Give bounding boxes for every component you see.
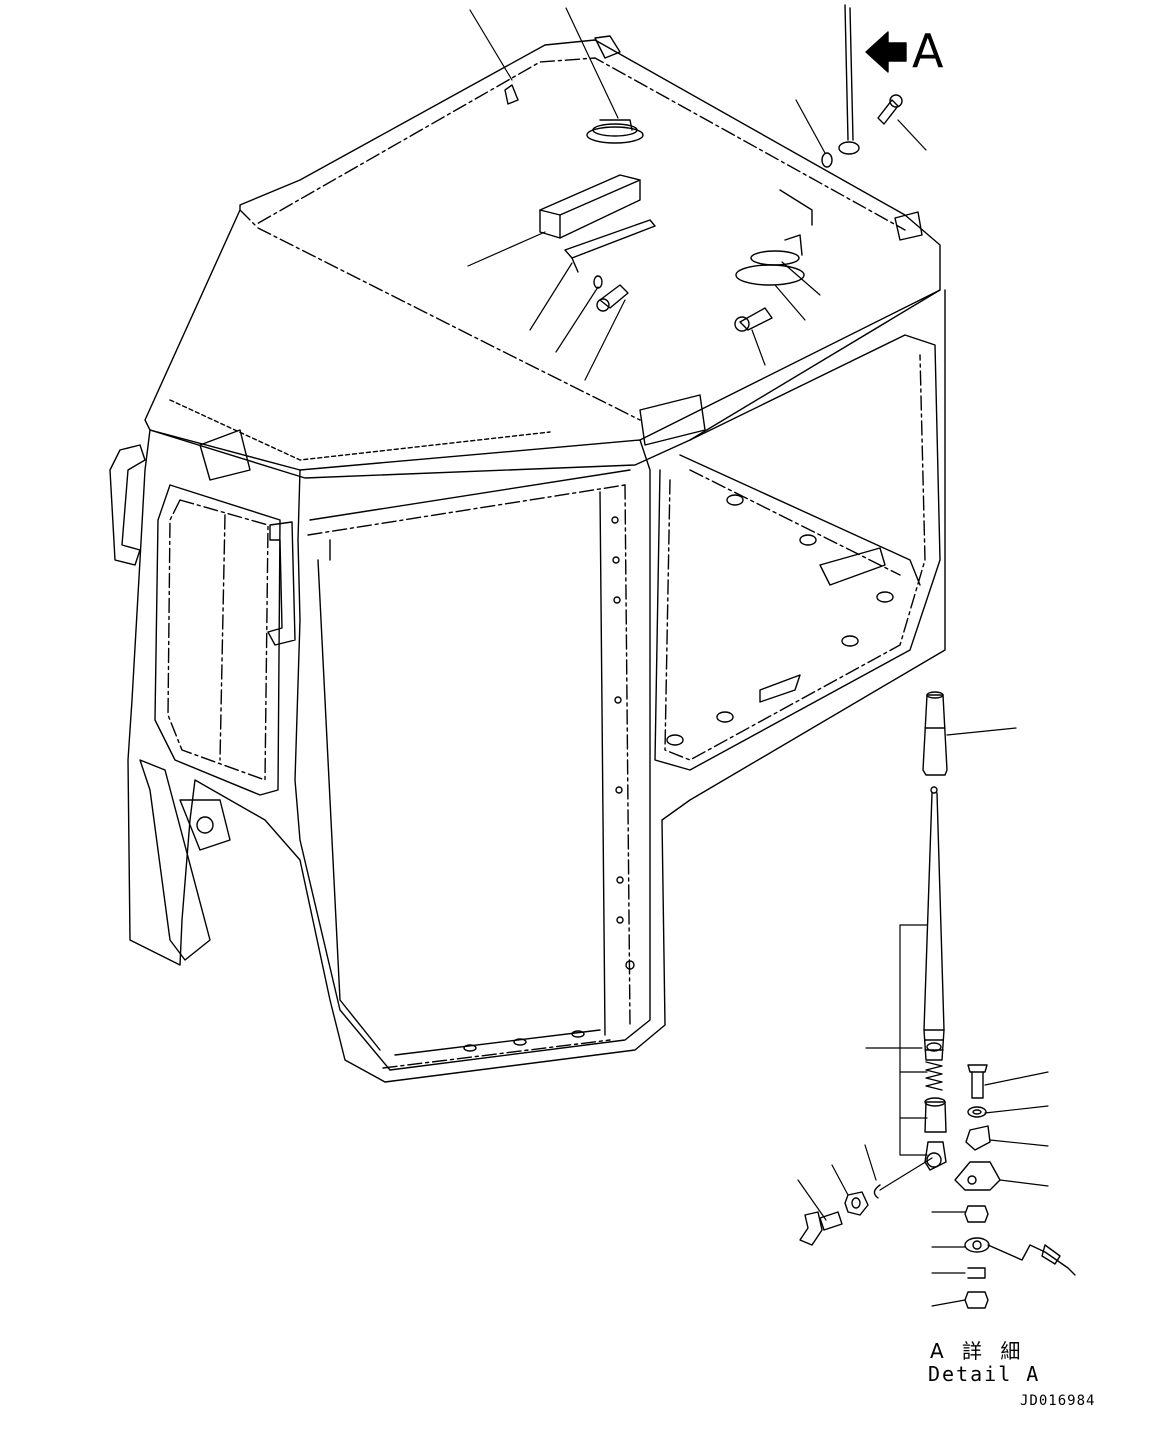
antenna-roof [779,4,903,226]
detail-washer [967,1106,987,1118]
spring [925,1061,943,1091]
detail-nut-1 [964,1205,989,1223]
drawing-number: JD016984 [1020,1393,1096,1409]
e-ring [873,1184,881,1199]
detail-title-japanese: A 詳 細 [930,1339,1027,1363]
radio-bracket [564,219,656,273]
view-label-a: A [912,24,944,78]
speaker-rear [586,119,644,144]
swivel-base [924,1141,947,1171]
antenna-cap [922,691,948,776]
cab-roof [144,35,941,479]
leader-lines [467,7,1049,1307]
cab-frame [109,289,946,1083]
detail-mount [965,1125,991,1151]
detail-base-plate [954,1161,1001,1191]
speaker-front [735,234,805,286]
detail-lock-washer [967,1267,986,1279]
roof-bolts [593,275,773,332]
detail-screw [967,1064,988,1099]
radio-unit [539,174,641,239]
wing-bolt [799,1211,843,1246]
detail-cable-terminal [964,1237,1076,1276]
detail-title-english: Detail A [928,1362,1041,1386]
left-arrow-icon [865,31,907,73]
antenna-rod [923,786,945,1061]
hex-nut [844,1191,869,1216]
o-ring [926,1042,942,1052]
detail-nut-2 [964,1291,989,1309]
collar [924,1097,947,1133]
